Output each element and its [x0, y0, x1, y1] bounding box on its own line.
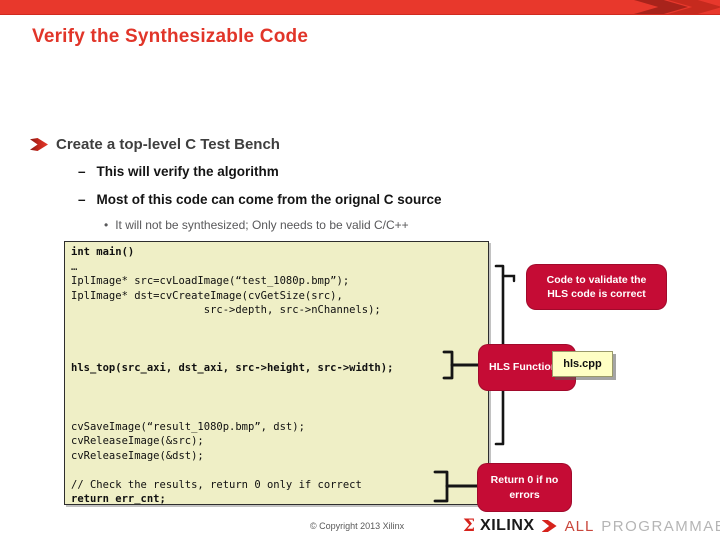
code-line	[71, 405, 488, 420]
code-line: cvSaveImage(“result_1080p.bmp”, dst);	[71, 420, 305, 433]
banner-chevron-icon	[668, 0, 720, 14]
copyright-text: © Copyright 2013 Xilinx	[310, 521, 405, 531]
callout-return-zero: Return 0 if no errors	[477, 463, 572, 512]
code-line: IplImage* dst=cvCreateImage(cvGetSize(sr…	[71, 289, 343, 302]
main-bullet-label: Create a top-level C Test Bench	[56, 136, 280, 153]
dash-bullet-icon: –	[78, 192, 86, 207]
sub-bullet-1: – This will verify the algorithm	[78, 164, 279, 179]
code-line: IplImage* src=cvLoadImage(“test_1080p.bm…	[71, 275, 350, 288]
sub-bullet-2-label: Most of this code can come from the orig…	[96, 192, 442, 207]
code-line: src->depth, src->nChannels);	[71, 304, 381, 317]
sub-bullet-1-label: This will verify the algorithm	[96, 164, 279, 179]
code-line	[71, 318, 488, 333]
arrow-bullet-icon	[30, 138, 48, 151]
tagline-all: ALL	[564, 517, 595, 535]
dot-bullet-icon: •	[104, 218, 109, 232]
code-line	[71, 332, 488, 347]
sub-sub-bullet: • It will not be synthesized; Only needs…	[104, 218, 409, 232]
callout-validate-code: Code to validate the HLS code is correct	[526, 264, 667, 310]
code-line	[71, 463, 488, 478]
code-line	[71, 376, 488, 391]
hls-cpp-note: hls.cpp	[552, 351, 613, 377]
xilinx-logo-wordmark: XILINX	[480, 517, 535, 534]
top-banner	[0, 0, 720, 15]
code-line: cvReleaseImage(&dst);	[71, 449, 204, 462]
dash-bullet-icon: –	[78, 164, 86, 179]
code-line: …	[71, 260, 78, 273]
sub-bullet-2: – Most of this code can come from the or…	[78, 192, 442, 207]
logo-chevron-icon	[541, 520, 557, 532]
banner-chevron-icon	[634, 0, 688, 14]
code-line: return err_cnt;	[71, 493, 166, 505]
code-line	[71, 347, 488, 362]
tagline-programmable: PROGRAMMABLE.	[601, 517, 720, 535]
xilinx-logo: Σ XILINX ALL PROGRAMMABLE.	[463, 515, 720, 537]
main-bullet: Create a top-level C Test Bench	[30, 136, 280, 153]
code-line: int main()	[71, 246, 135, 258]
code-line: cvReleaseImage(&src);	[71, 435, 204, 448]
code-line: // Check the results, return 0 only if c…	[71, 478, 362, 491]
code-line: hls_top(src_axi, dst_axi, src->height, s…	[71, 362, 394, 375]
xilinx-logo-icon: Σ	[463, 516, 476, 536]
sub-sub-bullet-label: It will not be synthesized; Only needs t…	[115, 218, 409, 232]
code-block: int main() … IplImage* src=cvLoadImage(“te…	[64, 241, 489, 505]
page-title: Verify the Synthesizable Code	[32, 26, 309, 47]
code-line	[71, 390, 488, 405]
